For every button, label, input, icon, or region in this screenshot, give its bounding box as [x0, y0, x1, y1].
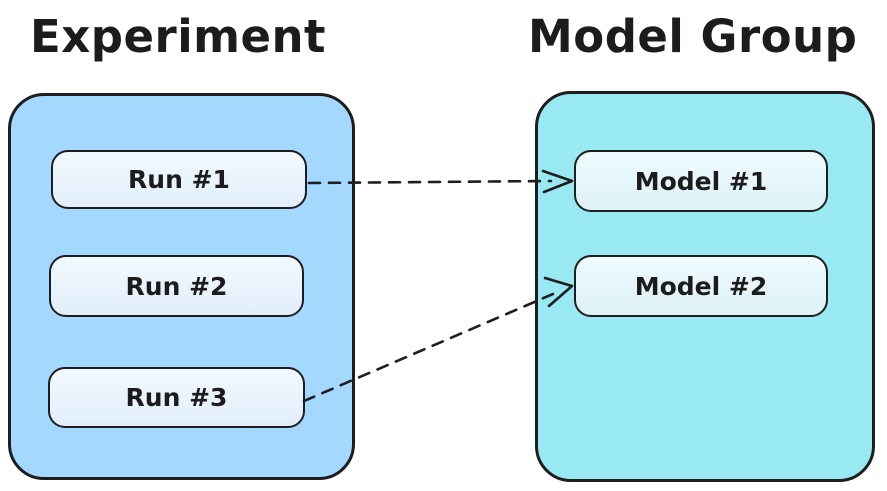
run-1-node: Run #1	[51, 150, 307, 209]
experiment-title: Experiment	[30, 10, 327, 63]
run-3-label: Run #3	[125, 383, 228, 412]
model-1-label: Model #1	[634, 166, 768, 196]
model-group-title: Model Group	[528, 10, 858, 63]
model-1-node: Model #1	[574, 150, 828, 212]
run-2-label: Run #2	[125, 271, 228, 301]
run-2-node: Run #2	[49, 255, 304, 317]
run-1-label: Run #1	[128, 165, 230, 194]
model-2-node: Model #2	[574, 255, 828, 317]
model-2-label: Model #2	[634, 271, 768, 301]
run-3-node: Run #3	[48, 367, 305, 428]
